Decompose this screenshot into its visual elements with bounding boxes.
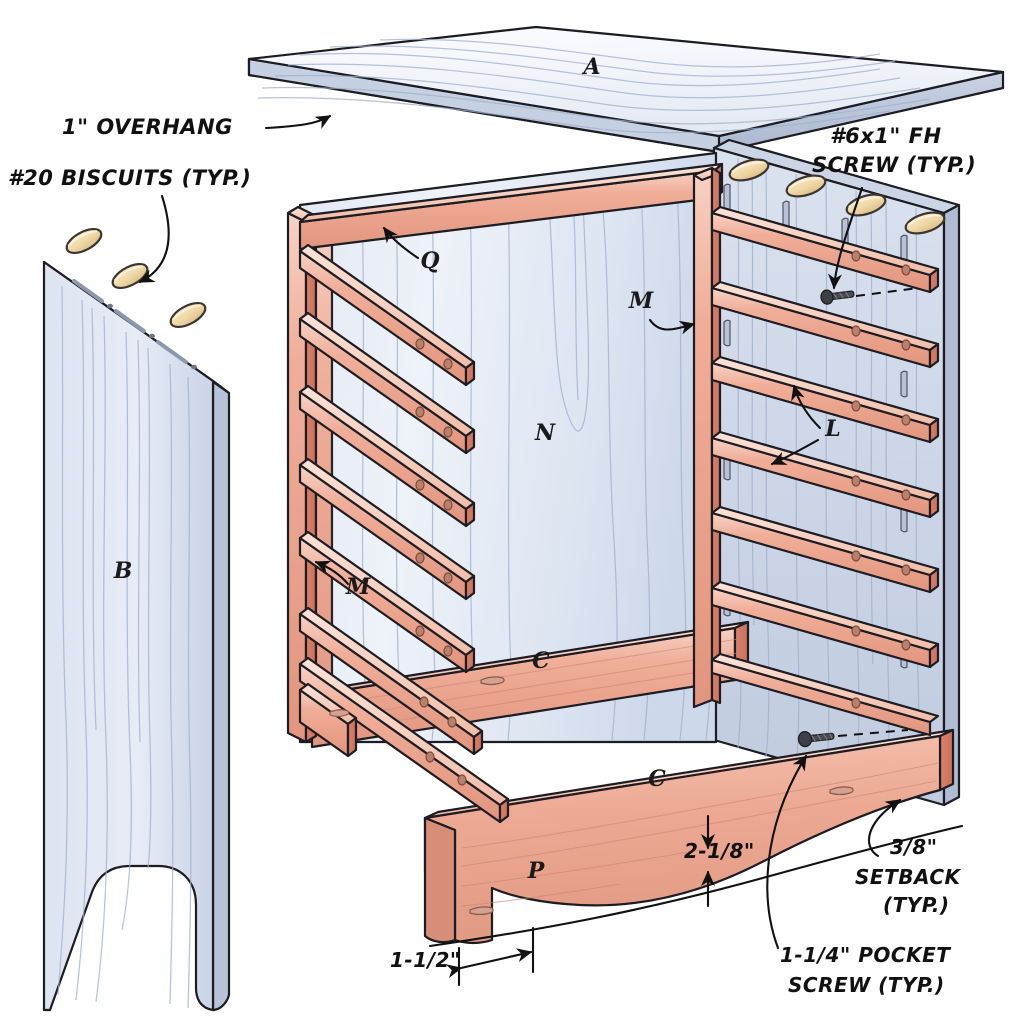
right-runner-7 — [710, 652, 940, 737]
annotation-fh-screw-1: #6x1" FH — [830, 124, 942, 148]
biscuit-2 — [169, 301, 207, 329]
annotation-fh-screw-2: SCREW (TYP.) — [812, 153, 976, 177]
part-label-b-1: B — [113, 558, 133, 584]
left-runner-1 — [298, 243, 476, 387]
right-runner-6 — [710, 580, 940, 669]
left-runner-3 — [298, 384, 476, 528]
leader-overhang — [264, 114, 332, 130]
right-runner-2 — [710, 280, 940, 369]
biscuit-6 — [904, 211, 946, 235]
pocket-screw-detail — [797, 729, 909, 748]
part-label-group: A B Q M M N L C C P — [113, 54, 841, 884]
right-runner-3 — [710, 355, 940, 444]
annotation-setback-3: (TYP.) — [883, 893, 950, 917]
dimension-lines — [428, 814, 964, 987]
annotation-overhang: 1" OVERHANG — [62, 115, 233, 139]
left-runner-5 — [298, 530, 476, 674]
leader-part-l-lower — [770, 438, 820, 466]
leader-part-q — [382, 226, 420, 260]
right-drawer-runners — [710, 205, 940, 737]
leader-biscuits — [138, 194, 170, 284]
part-a-face — [247, 25, 1005, 138]
biscuit-5 — [845, 193, 887, 217]
leader-part-m2 — [314, 560, 350, 586]
annotation-dim-218: 2-1/8" — [684, 839, 755, 863]
fh-screw-detail — [820, 287, 919, 305]
leader-setback — [867, 798, 902, 858]
part-label-a-0: A — [581, 54, 600, 80]
biscuit-4 — [785, 174, 827, 198]
left-runner-4 — [298, 457, 476, 601]
annotation-biscuits: #20 BISCUITS (TYP.) — [8, 166, 251, 190]
dim-218-witness — [428, 824, 964, 948]
part-b-side-panel — [42, 260, 231, 1012]
part-label-m-4: M — [345, 574, 371, 600]
left-runner-6 — [298, 606, 484, 756]
left-runner-7 — [298, 656, 510, 824]
left-corner-blocks — [298, 682, 358, 758]
part-label-q-2: Q — [420, 248, 439, 274]
part-label-c-7: C — [532, 648, 550, 674]
part-p-front-apron — [423, 734, 942, 945]
part-label-n-5: N — [534, 420, 556, 446]
leader-part-l-upper — [791, 384, 822, 430]
annotation-pocket-2: SCREW (TYP.) — [788, 973, 945, 997]
leader-fh-screw — [828, 186, 864, 290]
left-drawer-runners — [298, 243, 510, 824]
right-runner-1 — [710, 205, 940, 294]
annotation-setback-1: 3/8" — [890, 835, 938, 859]
part-a-top-panel — [247, 25, 1005, 154]
leader-lines — [138, 114, 902, 950]
left-runner-2 — [298, 311, 476, 455]
leader-part-m1 — [648, 318, 696, 335]
apron-pocket-slots — [469, 786, 854, 916]
biscuit-1 — [111, 262, 149, 290]
annotation-pocket-1: 1-1/4" POCKET — [780, 943, 951, 967]
part-label-c-8: C — [648, 766, 666, 792]
dim-112-arrow — [445, 948, 533, 978]
annotation-dim-112: 1-1/2" — [390, 948, 461, 972]
part-a-grain — [257, 38, 931, 134]
biscuit-3 — [728, 158, 770, 182]
part-b-biscuit-slots — [72, 279, 197, 370]
annotation-text-group: 1" OVERHANG #20 BISCUITS (TYP.) #6x1" FH SC… — [8, 115, 976, 997]
biscuit-0 — [65, 227, 103, 255]
annotation-setback-2: SETBACK — [855, 865, 961, 889]
leader-pocket-screw — [766, 754, 808, 950]
part-b-grain — [57, 285, 192, 1009]
apron-grain — [461, 762, 939, 907]
part-label-p-9: P — [527, 858, 546, 884]
right-runner-5 — [710, 505, 940, 594]
part-label-m-3: M — [628, 288, 654, 314]
biscuit-group — [65, 158, 946, 329]
right-runner-4 — [710, 430, 940, 519]
part-label-l-6: L — [824, 416, 840, 442]
